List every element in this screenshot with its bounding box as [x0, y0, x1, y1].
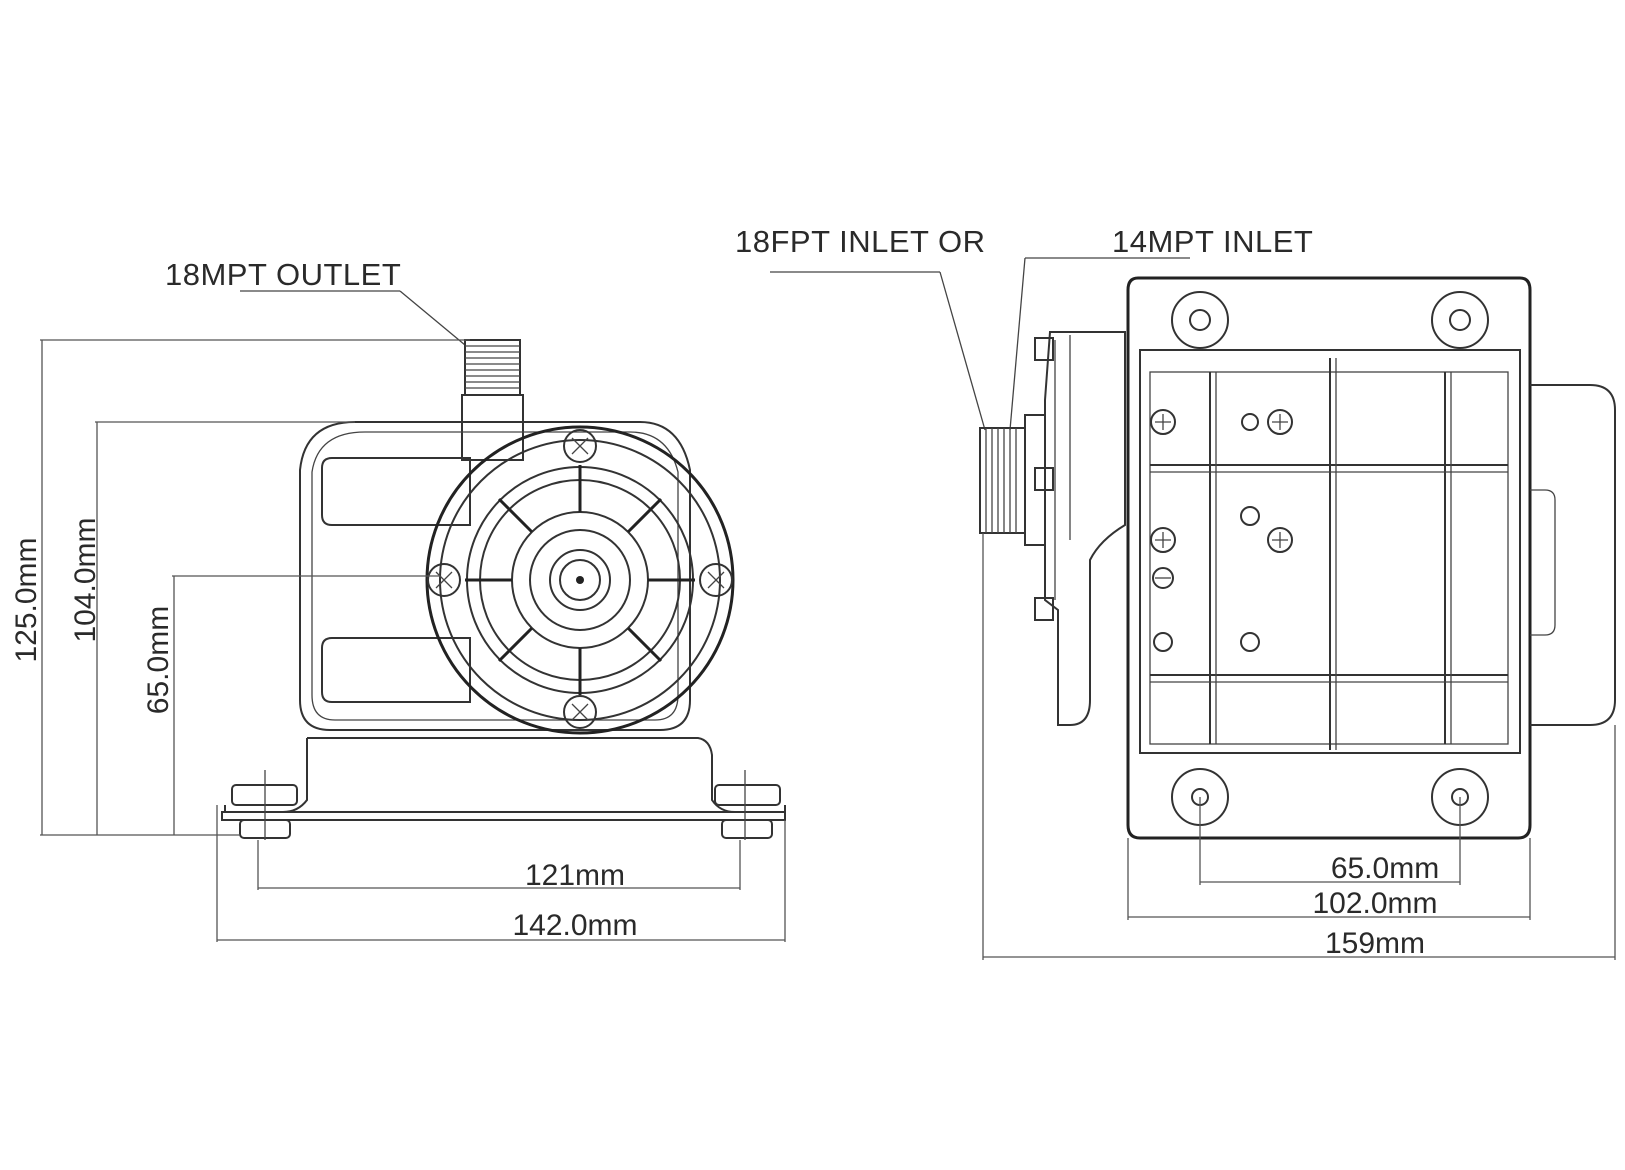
side-dimensions: 65.0mm 102.0mm 159mm [982, 533, 1616, 960]
front-base [221, 737, 786, 840]
inlet-fpt-label: 18FPT INLET OR [735, 224, 986, 259]
inlet-callouts: 18FPT INLET OR 14MPT INLET [735, 224, 1313, 431]
hole-icon [1240, 506, 1260, 526]
screw-icon [563, 695, 597, 729]
side-view: 18FPT INLET OR 14MPT INLET [735, 224, 1616, 960]
front-view: 18MPT OUTLET [10, 257, 786, 942]
outlet-callout: 18MPT OUTLET [165, 257, 466, 346]
screw-icon [563, 429, 597, 463]
screw-icon [1152, 567, 1174, 589]
motor-housing-side [1126, 276, 1616, 840]
screw-icon [427, 563, 461, 597]
inlet-fitting [979, 414, 1046, 546]
motor-body [299, 421, 691, 731]
hole-icon [1153, 632, 1173, 652]
dimension-height-body: 104.0mm [69, 517, 102, 642]
mount-hole-icon [1431, 291, 1489, 349]
hole-icon [1240, 632, 1260, 652]
pump-head-side [1034, 331, 1126, 726]
outlet-fitting [461, 339, 524, 461]
pump-head [425, 425, 735, 735]
foot-left [231, 770, 298, 840]
dimension-front-width: 142.0mm [512, 909, 637, 942]
screw-icon [1267, 409, 1293, 435]
hole-icon [1241, 413, 1259, 431]
dimension-side-total-length: 159mm [1325, 927, 1425, 960]
dimension-side-hole-spacing: 65.0mm [1331, 852, 1439, 885]
height-dimensions: 125.0mm 104.0mm 65.0mm [10, 339, 470, 836]
screw-icon [1150, 527, 1176, 553]
mount-hole-icon [1171, 291, 1229, 349]
screw-icon [1150, 409, 1176, 435]
foot-right [714, 770, 781, 840]
dimension-hole-spacing: 121mm [525, 859, 625, 892]
outlet-label: 18MPT OUTLET [165, 257, 401, 292]
dimension-side-base-width: 102.0mm [1312, 887, 1437, 920]
front-width-dimensions: 121mm 142.0mm [216, 805, 786, 942]
inlet-mpt-label: 14MPT INLET [1112, 224, 1313, 259]
dimension-height-center: 65.0mm [142, 606, 175, 714]
screw-icon [699, 563, 733, 597]
screw-icon [1267, 527, 1293, 553]
dimension-height-total: 125.0mm [10, 537, 43, 662]
